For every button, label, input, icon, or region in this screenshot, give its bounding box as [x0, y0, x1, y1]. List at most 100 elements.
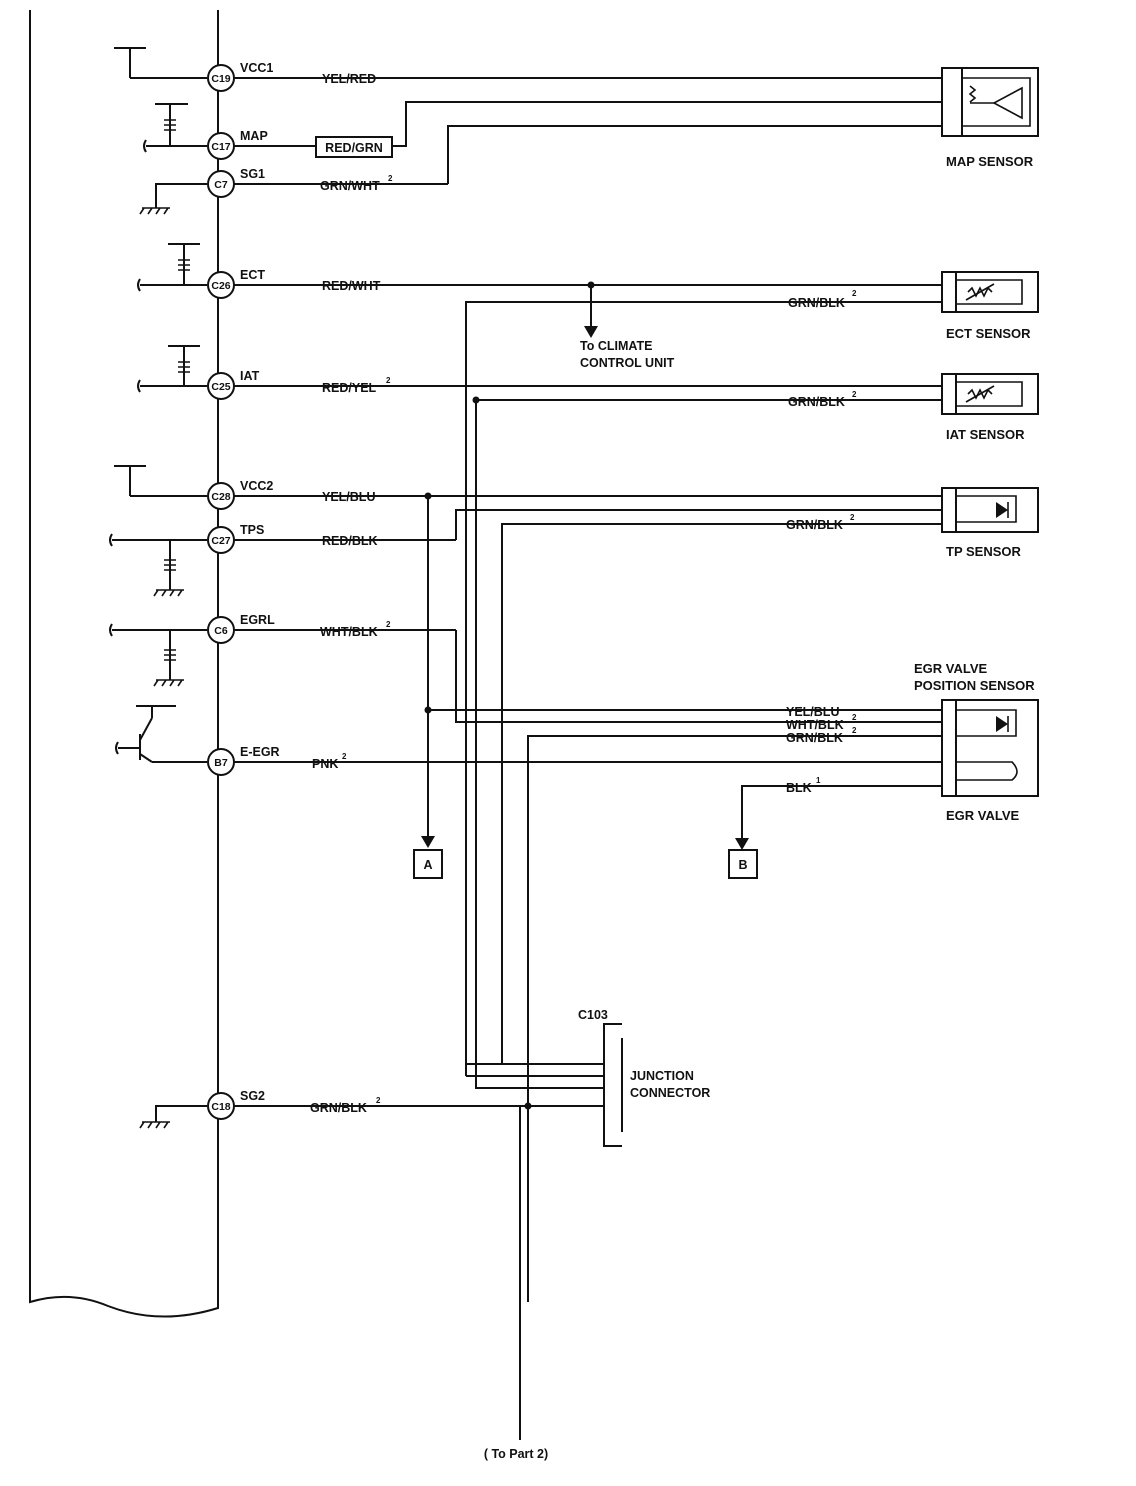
- wire-iat-ground-superscript: 2: [852, 390, 857, 399]
- resistor-icon: [968, 85, 977, 103]
- potentiometer-icon: [996, 502, 1008, 518]
- wire-c25-superscript: 2: [386, 376, 391, 385]
- pin-c6-label: C6: [214, 625, 228, 637]
- amplifier-icon: [992, 86, 1023, 120]
- wire-c25-label: RED/YEL: [322, 381, 377, 395]
- ref-b-label: B: [738, 858, 747, 872]
- pin-c19-vcc1: C19 VCC1 YEL/RED: [114, 47, 942, 92]
- pin-b7-label: B7: [214, 757, 228, 769]
- pin-c17-map: C17 MAP RED/GRN: [143, 101, 942, 160]
- signal-vcc2-label: VCC2: [240, 479, 273, 493]
- wire-c26-label: RED/WHT: [322, 279, 381, 293]
- egr-position-label-1: EGR VALVE: [914, 661, 988, 676]
- wire-c7-label: GRN/WHT: [320, 179, 380, 193]
- wire-b7-superscript: 2: [342, 752, 347, 761]
- filter-capacitor-icon: [178, 259, 190, 271]
- junction-label-1: JUNCTION: [630, 1069, 694, 1083]
- connector-c103-label: C103: [578, 1008, 608, 1022]
- ect-sensor-label: ECT SENSOR: [946, 326, 1031, 341]
- iat-sensor: IAT SENSOR: [941, 373, 1039, 442]
- signal-sg2-label: SG2: [240, 1089, 265, 1103]
- wire-tp-ground-superscript: 2: [850, 513, 855, 522]
- pin-c28-vcc2: C28 VCC2 YEL/BLU: [114, 465, 942, 848]
- wire-egr-vcc-label: YEL/BLU: [786, 705, 839, 719]
- wire-iat-ground-label: GRN/BLK: [788, 395, 845, 409]
- tp-sensor-label: TP SENSOR: [946, 544, 1022, 559]
- wire-c18-superscript: 2: [376, 1096, 381, 1105]
- signal-e-egr-label: E-EGR: [240, 745, 280, 759]
- wire-ect-ground-superscript: 2: [852, 289, 857, 298]
- wire-c17-label: RED/GRN: [325, 141, 383, 155]
- ground-icon: [153, 589, 184, 597]
- arrow-down-icon: [735, 838, 749, 850]
- filter-capacitor-icon: [178, 361, 190, 373]
- pin-c7-label: C7: [214, 179, 228, 191]
- pin-c26-ect: C26 ECT RED/WHT To CLIMATE CONTROL UNIT …: [137, 243, 942, 1064]
- egr-valve-assembly: EGR VALVE POSITION SENSOR BLK 1 EGR VALV…: [735, 661, 1039, 850]
- to-part-2-label: ( To Part 2): [484, 1447, 548, 1461]
- signal-map-label: MAP: [240, 129, 268, 143]
- ref-a-label: A: [423, 858, 432, 872]
- pin-c18-label: C18: [211, 1101, 230, 1113]
- junction-feeds: [465, 1063, 604, 1077]
- ground-icon: [153, 679, 184, 687]
- ecm-outline: [29, 10, 219, 1318]
- climate-label-2: CONTROL UNIT: [580, 356, 675, 370]
- wire-egr-gnd-superscript: 2: [852, 726, 857, 735]
- wire-ect-ground-label: GRN/BLK: [788, 296, 845, 310]
- wire-egr-sig-label: WHT/BLK: [786, 718, 844, 732]
- junction-label-2: CONNECTOR: [630, 1086, 710, 1100]
- pin-c7-sg1: C7 SG1 GRN/WHT 2: [139, 125, 942, 215]
- signal-vcc1-label: VCC1: [240, 61, 273, 75]
- ect-sensor: ECT SENSOR: [941, 271, 1039, 341]
- tp-sensor: TP SENSOR: [941, 487, 1039, 559]
- filter-capacitor-icon: [164, 649, 176, 661]
- pin-c28-label: C28: [211, 491, 230, 503]
- wire-c6-label: WHT/BLK: [320, 625, 378, 639]
- signal-iat-label: IAT: [240, 369, 260, 383]
- filter-capacitor-icon: [164, 119, 176, 131]
- pin-c19-label: C19: [211, 73, 230, 85]
- wire-b7-label: PNK: [312, 757, 338, 771]
- pin-c6-egrl: C6 EGRL WHT/BLK 2: [109, 613, 942, 723]
- signal-sg1-label: SG1: [240, 167, 265, 181]
- wire-c19-label: YEL/RED: [322, 72, 376, 86]
- arrow-down-icon: [584, 326, 598, 338]
- wire-egr-sig-superscript: 2: [852, 713, 857, 722]
- climate-label-1: To CLIMATE: [580, 339, 652, 353]
- wire-egr-valve-gnd-superscript: 1: [816, 776, 821, 785]
- potentiometer-icon: [996, 716, 1008, 732]
- ground-icon: [139, 207, 170, 215]
- wire-egr-valve-gnd-label: BLK: [786, 781, 812, 795]
- wire-c18-label: GRN/BLK: [310, 1101, 367, 1115]
- egr-valve-label: EGR VALVE: [946, 808, 1020, 823]
- solenoid-coil-icon: [956, 761, 1018, 781]
- map-sensor: MAP SENSOR: [941, 67, 1039, 169]
- signal-egrl-label: EGRL: [240, 613, 275, 627]
- wire-egr-gnd-label: GRN/BLK: [786, 731, 843, 745]
- pin-c17-label: C17: [211, 141, 230, 153]
- ref-a: A: [413, 849, 443, 879]
- pin-c27-tps: C27 TPS RED/BLK GRN/BLK 2: [109, 509, 942, 1064]
- wire-c28-label: YEL/BLU: [322, 490, 375, 504]
- pin-c25-iat: C25 IAT RED/YEL 2 GRN/BLK 2: [137, 345, 942, 1089]
- pin-b7-e-egr: B7 E-EGR PNK 2: [115, 705, 942, 776]
- iat-sensor-label: IAT SENSOR: [946, 427, 1025, 442]
- wire-tp-ground-label: GRN/BLK: [786, 518, 843, 532]
- map-sensor-label: MAP SENSOR: [946, 154, 1034, 169]
- ref-b: B: [728, 849, 758, 879]
- signal-ect-label: ECT: [240, 268, 265, 282]
- wire-c7-superscript: 2: [388, 174, 393, 183]
- arrow-down-icon: [421, 836, 435, 848]
- egr-position-label-2: POSITION SENSOR: [914, 678, 1035, 693]
- filter-capacitor-icon: [164, 559, 176, 571]
- ground-icon: [139, 1121, 170, 1129]
- map-sensor-element: [962, 77, 1031, 127]
- pin-c26-label: C26: [211, 280, 230, 292]
- pin-c27-label: C27: [211, 535, 230, 547]
- signal-tps-label: TPS: [240, 523, 264, 537]
- pin-c25-label: C25: [211, 381, 230, 393]
- wire-c27-label: RED/BLK: [322, 534, 378, 548]
- wire-c6-superscript: 2: [386, 620, 391, 629]
